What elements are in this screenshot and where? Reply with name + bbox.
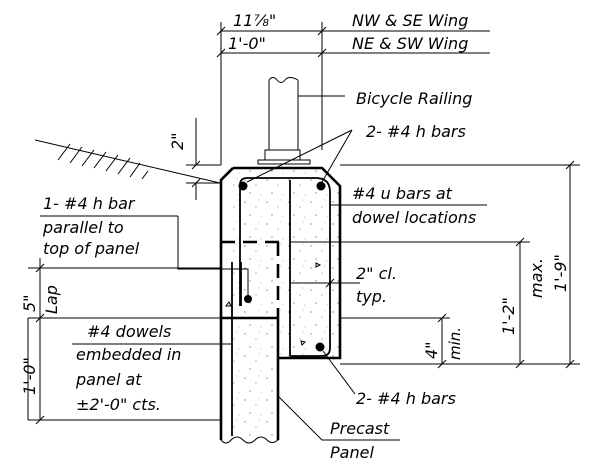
width-nw-se-value: 11⅞" bbox=[233, 11, 276, 30]
top-of-panel-dashed bbox=[221, 240, 280, 318]
left-one-foot-dimension bbox=[27, 318, 221, 425]
clear-cover-label-1: 2" cl. bbox=[356, 264, 397, 283]
top-h-bars-label: 2- #4 h bars bbox=[366, 122, 466, 141]
five-inch-label: 5" bbox=[20, 294, 39, 312]
four-inch-label: 4" bbox=[422, 341, 441, 359]
precast-panel-leader bbox=[277, 395, 400, 441]
width-nw-se-text: NW & SE Wing bbox=[352, 11, 468, 30]
concrete-fill bbox=[233, 168, 340, 440]
rebar-dots bbox=[238, 181, 326, 352]
rebar-top-right bbox=[316, 181, 326, 191]
dowels-label-2: embedded in bbox=[76, 345, 181, 364]
bicycle-railing-post bbox=[257, 77, 311, 165]
one-nine-label: 1'-9" bbox=[551, 254, 570, 292]
bottom-h-bars-label: 2- #4 h bars bbox=[356, 389, 456, 408]
dowels-label-3: panel at bbox=[75, 370, 142, 389]
lap-dimension bbox=[28, 258, 221, 328]
one-two-label: 1'-2" bbox=[499, 297, 518, 335]
min-label: min. bbox=[446, 327, 464, 360]
bicycle-railing-label: Bicycle Railing bbox=[356, 89, 472, 108]
two-inch-dimension bbox=[186, 118, 221, 200]
dowels-label-1: #4 dowels bbox=[87, 322, 171, 341]
ground-slope bbox=[34, 139, 221, 184]
rebar-bottom-right bbox=[315, 342, 325, 352]
one-bar-label-2: parallel to bbox=[42, 218, 124, 237]
right-dimensions bbox=[290, 160, 580, 369]
rebar-top-left bbox=[238, 181, 248, 191]
top-h-bars-leader bbox=[246, 129, 353, 183]
lap-label: Lap bbox=[42, 285, 61, 314]
one-bar-label-3: top of panel bbox=[43, 239, 140, 258]
clear-cover-label-2: typ. bbox=[356, 287, 387, 306]
marker-triangles bbox=[225, 262, 322, 346]
dowels-label-4: ±2'-0" cts. bbox=[76, 395, 161, 414]
width-ne-sw-value: 1'-0" bbox=[228, 34, 266, 53]
wall-cap-outline bbox=[219, 166, 342, 440]
one-bar-leader bbox=[40, 215, 249, 295]
precast-panel-outline bbox=[220, 316, 280, 444]
precast-label-2: Panel bbox=[330, 443, 374, 462]
one-bar-label-1: 1- #4 h bar bbox=[43, 194, 136, 213]
precast-label-1: Precast bbox=[330, 419, 390, 438]
two-inch-label: 2" bbox=[168, 132, 187, 150]
width-ne-sw-text: NE & SW Wing bbox=[352, 34, 468, 53]
bottom-h-bars-leader bbox=[322, 350, 356, 395]
one-foot-left-label: 1'-0" bbox=[20, 357, 39, 395]
u-bars-label-2: dowel locations bbox=[352, 208, 476, 227]
u-bar bbox=[239, 177, 331, 357]
rebar-middle bbox=[244, 295, 252, 303]
max-label: max. bbox=[527, 258, 546, 298]
u-bars-label-1: #4 u bars at bbox=[352, 184, 453, 203]
clear-cover-dimension bbox=[290, 270, 360, 290]
width-dimension bbox=[216, 22, 490, 165]
